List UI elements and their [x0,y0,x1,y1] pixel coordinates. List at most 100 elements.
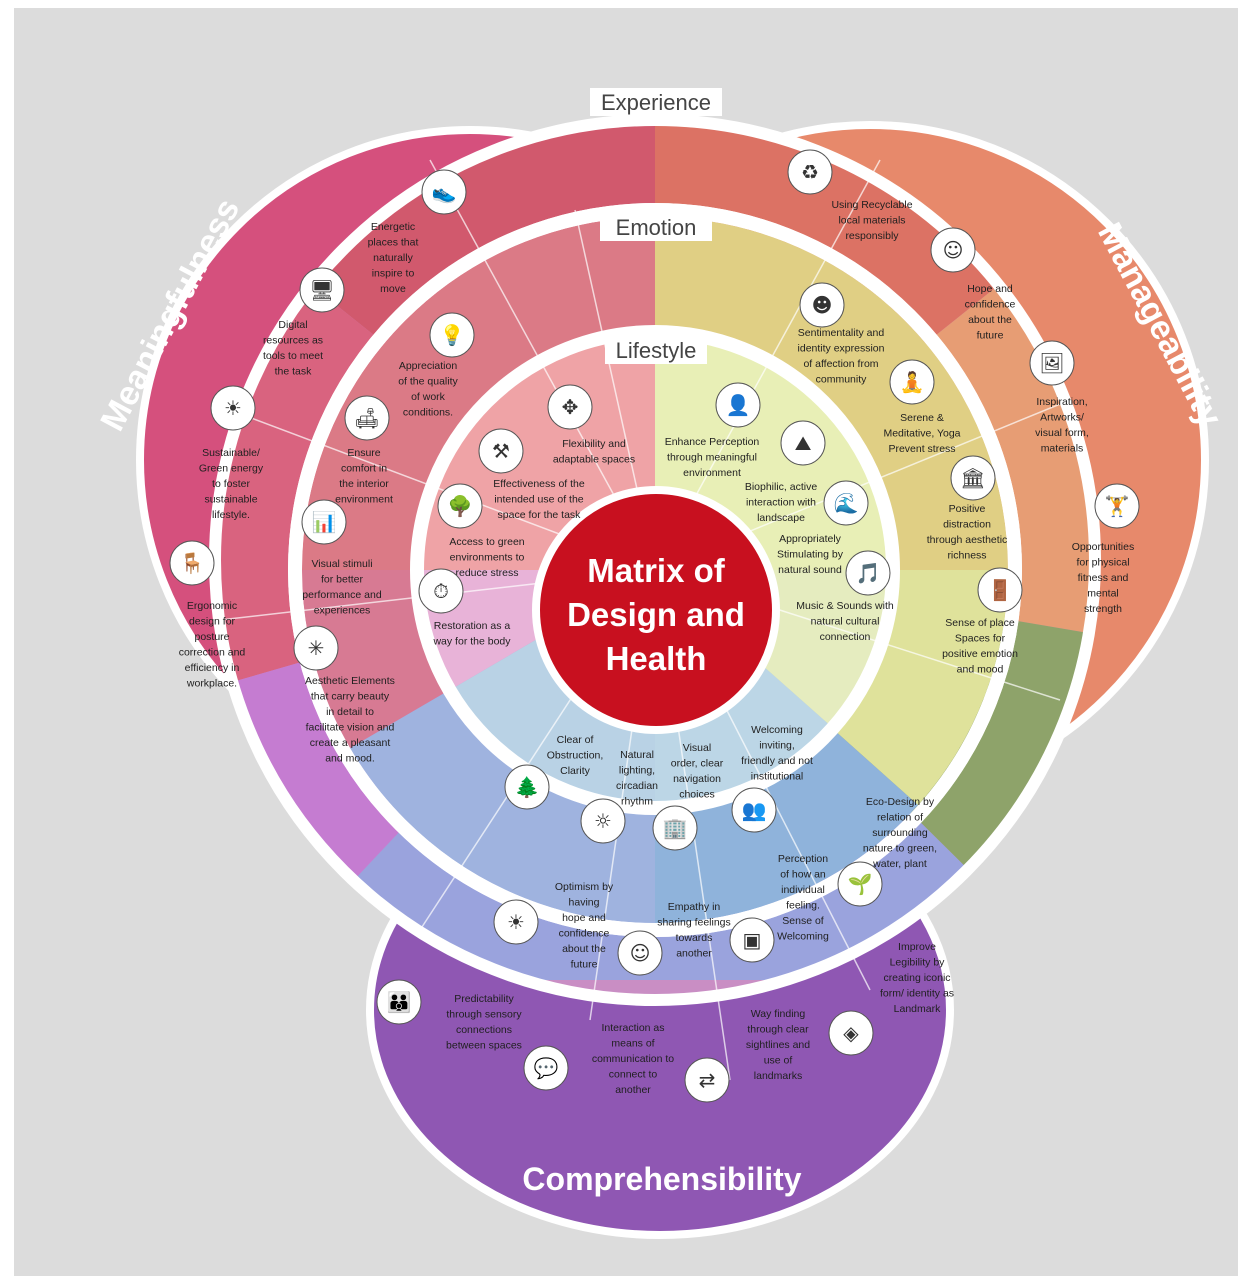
tools-icon [478,428,524,474]
item-label-line: Natural [620,749,654,761]
sparkle-icon [293,625,339,671]
item-label-line: interaction with [746,497,816,509]
landmark-icon [828,1010,874,1056]
item-label-line: for physical [1076,557,1129,569]
signpost-icon-glyph: ⇄ [699,1068,716,1092]
item-label-line: Perception [778,853,828,865]
item-label-line: Biophilic, active [745,481,818,493]
park-icon [437,483,483,529]
comprehensibility-title: Comprehensibility [522,1161,801,1197]
item-label-line: landmarks [754,1070,802,1082]
item-label-line: reduce stress [455,567,518,579]
building-icon [652,805,698,851]
item-label-line: strength [1084,603,1122,615]
arrows-icon-glyph: ✥ [562,395,579,419]
head-icon [617,930,663,976]
item-label-line: experiences [314,605,371,617]
item-label-line: Sense of place [945,617,1015,629]
item-label-line: surrounding [872,827,928,839]
fitness-icon [1094,483,1140,529]
gallery-icon-glyph: 🏛 [960,466,985,490]
item-label-line: Clear of [557,734,594,746]
item-label-line: design for [189,616,236,628]
item-label-line: Hope and [967,283,1013,295]
item-label-line: Sense of [782,915,824,927]
doorway-icon [977,567,1023,613]
yoga-icon [889,359,935,405]
item-label-line: efficiency in [185,662,240,674]
signpost-icon [684,1057,730,1103]
item-label-line: means of [611,1038,654,1050]
item-label-line: confidence [559,928,610,940]
item-label-line: Spaces for [955,633,1006,645]
item-label-line: the task [275,366,313,378]
item-label-line: future [571,959,598,971]
presentation-icon-glyph: 📊 [312,510,337,534]
item-label-line: responsibly [845,230,899,242]
item-label-line: places that [368,237,419,249]
item-label-line: materials [1041,443,1084,455]
item-label-line: order, clear [671,758,724,770]
item-label-line: another [615,1084,651,1096]
item-label-line: conditions. [403,407,453,419]
item-label-line: Welcoming [751,724,803,736]
item-label-line: Appropriately [779,533,842,545]
item-label-line: Clarity [560,765,591,777]
item-label-line: Aesthetic Elements [305,675,395,687]
item-label-line: Obstruction, [547,750,604,762]
item-label-line: Ergonomic [187,600,237,612]
item-label-line: for better [321,574,364,586]
mind-icon [930,227,976,273]
item-label-line: visual form, [1035,427,1089,439]
item-label-line: intended use of the [494,494,583,506]
item-label-line: Predictability [454,993,514,1005]
mind-icon-glyph: ☺ [943,238,964,262]
item-label-line: posture [194,631,229,643]
chair-icon-glyph: 🪑 [180,551,205,575]
item-label-line: performance and [302,589,382,601]
item-label-line: the interior [339,478,389,490]
item-label-line: Access to green [449,536,524,548]
item-label-line: workplace. [186,678,237,690]
item-label-line: environments to [450,552,525,564]
item-label-line: tools to meet [263,350,323,362]
fitness-icon-glyph: 🏋 [1105,494,1130,518]
item-label-line: Enhance Perception [665,436,760,448]
item-label-line: Sustainable/ [202,447,260,459]
item-label-line: Legibility by [890,957,946,969]
item-label-line: Using Recyclable [831,199,912,211]
item-label-line: through clear [747,1024,809,1036]
lightbulb-icon-glyph: 💡 [440,323,465,347]
artwork-icon-glyph: 🖼 [1039,351,1064,375]
conversation-icon-glyph: 💬 [534,1056,559,1080]
item-label-line: move [380,283,406,295]
experience-label-bg [590,88,722,116]
people-icon [731,787,777,833]
timer-icon-glyph: ⏱ [433,579,449,603]
item-label-line: through sensory [446,1009,522,1021]
item-label-line: relation of [877,812,923,824]
item-label-line: naturally [373,252,413,264]
